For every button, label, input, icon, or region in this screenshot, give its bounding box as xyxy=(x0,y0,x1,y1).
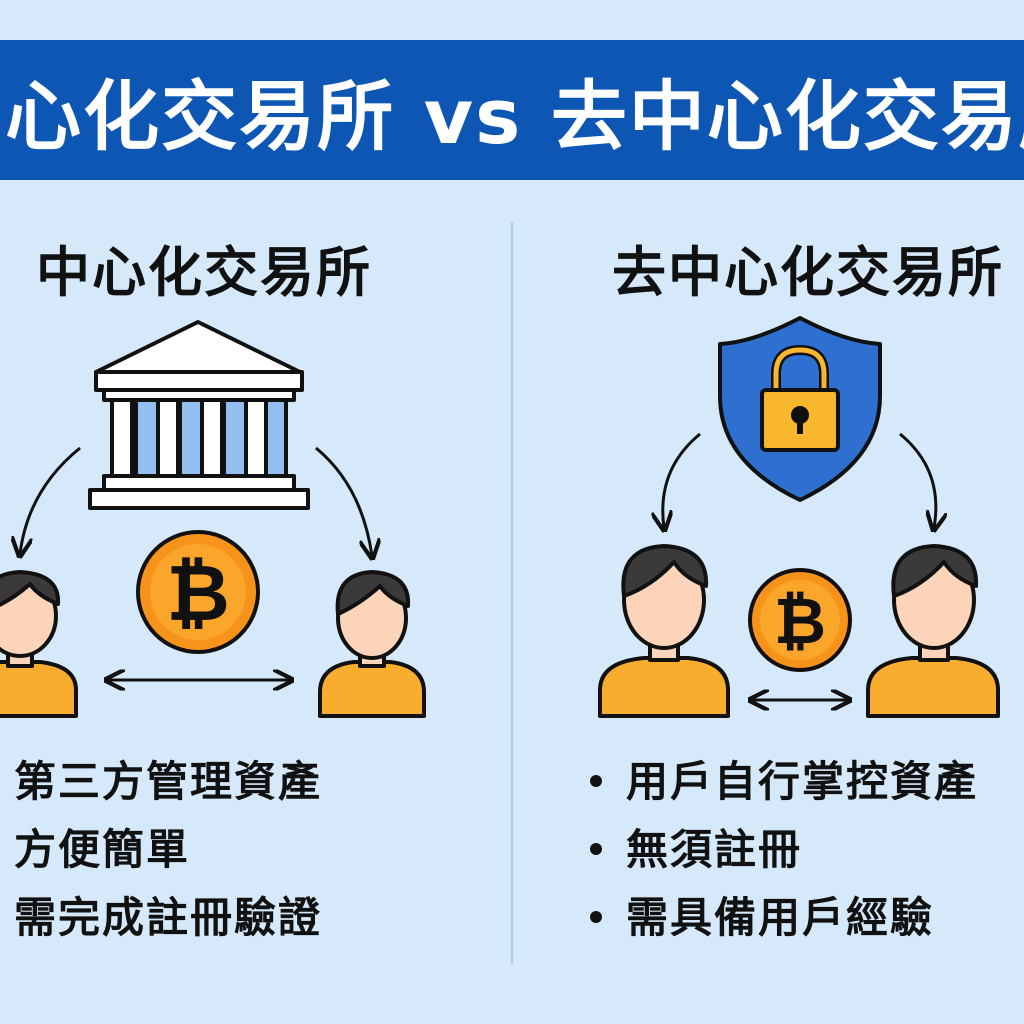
left-column-title: 中心化交易所 xyxy=(36,241,372,304)
list-item-label: 方便簡單 xyxy=(14,825,191,874)
arrow-icon xyxy=(663,432,701,528)
list-item-label: 需完成註冊驗證 xyxy=(14,893,323,942)
bullet-dot-icon xyxy=(590,910,602,923)
bullet-dot-icon xyxy=(590,842,602,855)
right-feature-list: 用戶自行掌控資產 無須註冊 需具備用戶經驗 xyxy=(590,748,978,952)
person-icon xyxy=(598,544,730,718)
list-item-label: 需具備用戶經驗 xyxy=(626,893,935,942)
arrow-icon xyxy=(20,446,81,554)
list-item: 需完成註冊驗證 xyxy=(14,884,322,952)
title-banner: 中心化交易所 vs 去中心化交易所 xyxy=(0,40,1024,180)
bullet-dot-icon xyxy=(590,774,602,787)
list-item: 無須註冊 xyxy=(590,816,978,884)
svg-text:₿: ₿ xyxy=(774,585,826,659)
list-item-label: 第三方管理資產 xyxy=(14,757,323,806)
arrow-icon xyxy=(315,446,372,556)
person-icon xyxy=(318,570,426,718)
arrow-icon xyxy=(899,432,936,528)
left-feature-list: 第三方管理資產 方便簡單 需完成註冊驗證 xyxy=(14,748,322,952)
page-title: 中心化交易所 vs 去中心化交易所 xyxy=(0,72,1024,161)
bitcoin-icon: ₿ xyxy=(748,568,852,672)
list-item-label: 用戶自行掌控資產 xyxy=(626,757,979,806)
shield-lock-icon xyxy=(718,316,882,502)
list-item: 需具備用戶經驗 xyxy=(590,884,978,952)
person-icon xyxy=(866,544,1000,718)
bank-icon xyxy=(88,320,310,510)
list-item: 第三方管理資產 xyxy=(14,748,322,816)
list-item-label: 無須註冊 xyxy=(626,825,803,874)
right-column-title: 去中心化交易所 xyxy=(612,241,1004,304)
column-divider xyxy=(511,222,513,964)
list-item: 用戶自行掌控資產 xyxy=(590,748,978,816)
svg-text:₿: ₿ xyxy=(166,549,230,639)
person-icon xyxy=(0,570,78,718)
list-item: 方便簡單 xyxy=(14,816,322,884)
bitcoin-icon: ₿ xyxy=(136,530,260,654)
